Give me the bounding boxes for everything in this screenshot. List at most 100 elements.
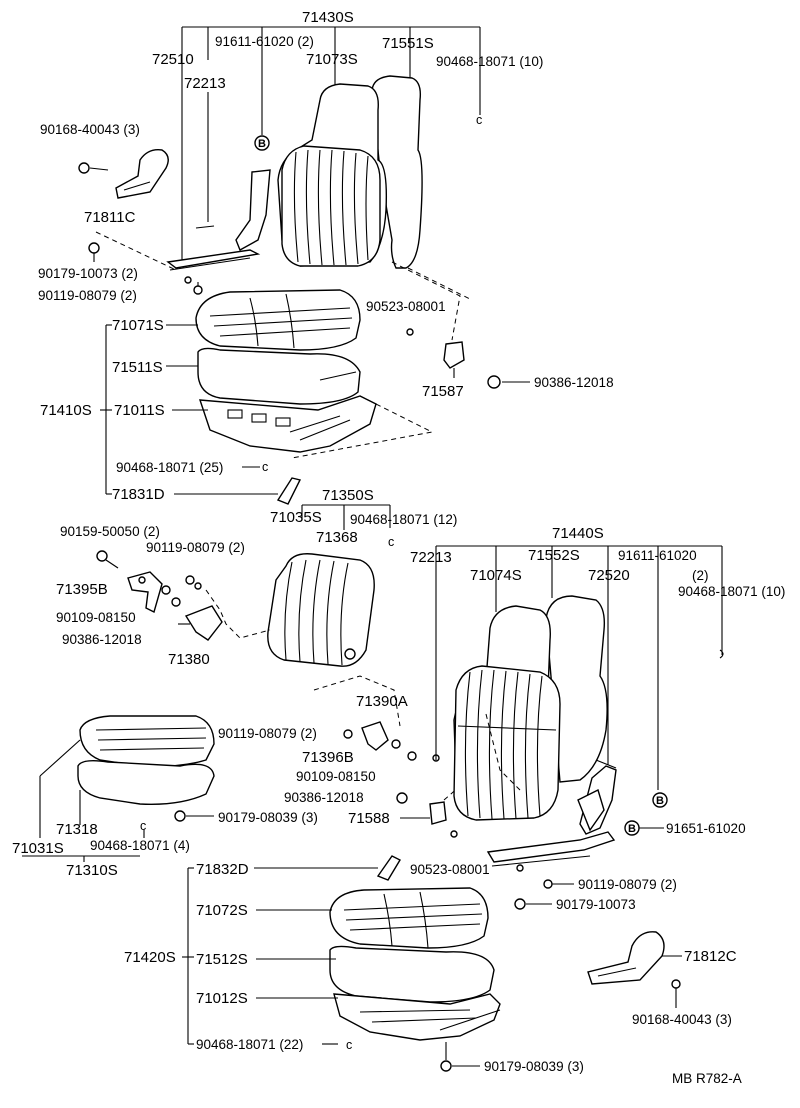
label-71395B: 71395B	[56, 581, 108, 598]
label-71380: 71380	[168, 651, 210, 668]
label-71071S: 71071S	[112, 317, 164, 334]
cover-71831D	[276, 477, 302, 505]
label-71551S: 71551S	[382, 35, 434, 52]
label-71350S: 71350S	[322, 487, 374, 504]
label-71811C: 71811C	[84, 209, 136, 226]
label-c-1: c	[476, 113, 482, 127]
label-90468-18071-10-a: 90468-18071 (10)	[436, 54, 543, 69]
label-71310S: 71310S	[66, 862, 118, 879]
label-90179-10073-2: 90179-10073 (2)	[38, 266, 138, 281]
right-seat-group: B B	[435, 545, 724, 1008]
cover-71832D	[376, 855, 401, 881]
label-90179-10073: 90179-10073	[556, 897, 636, 912]
lower-cushion-pad	[329, 945, 495, 1003]
label-c-3: c	[388, 535, 394, 549]
label-71440S: 71440S	[552, 525, 604, 542]
label-90159-50050-2: 90159-50050 (2)	[60, 524, 160, 539]
rear-cushion-group	[22, 715, 215, 862]
label-71035S: 71035S	[270, 509, 322, 526]
label-72510: 72510	[152, 51, 194, 68]
label-71420S: 71420S	[124, 949, 176, 966]
label-c-2: c	[262, 460, 268, 474]
recliner-frame	[235, 169, 271, 251]
rear-seat-back-group	[96, 504, 477, 838]
label-91651-61020: 91651-61020	[666, 821, 746, 836]
bracket-71588	[429, 801, 447, 825]
label-72213-a: 72213	[184, 75, 226, 92]
seat-rail	[166, 249, 261, 269]
label-90468-18071-10-b: 90468-18071 (10)	[678, 584, 785, 599]
right-recliner-plate	[577, 789, 605, 832]
label-71368: 71368	[316, 529, 358, 546]
label-90109-08150-a: 90109-08150	[56, 610, 136, 625]
seat-cushion-frame	[198, 395, 377, 453]
label-90386-12018-c: 90386-12018	[284, 790, 364, 805]
label-90179-08039-3-b: 90179-08039 (3)	[484, 1059, 584, 1074]
label-71831D: 71831D	[112, 486, 165, 503]
label-72520: 72520	[588, 567, 630, 584]
label-90468-18071-4: 90468-18071 (4)	[90, 838, 190, 853]
label-71832D: 71832D	[196, 861, 249, 878]
lower-cushion-frame	[333, 993, 501, 1041]
label-71074S: 71074S	[470, 567, 522, 584]
label-72213-b: 72213	[410, 549, 452, 566]
seat-cushion-pad	[197, 347, 361, 405]
label-90179-08039-3-a: 90179-08039 (3)	[218, 810, 318, 825]
right-seat-rail	[486, 831, 616, 863]
label-90119-08079-2-a: 90119-08079 (2)	[38, 288, 137, 303]
upper-seat-group: B	[78, 26, 530, 505]
label-71031S: 71031S	[12, 840, 64, 857]
label-71012S: 71012S	[196, 990, 248, 1007]
label-90468-18071-12: 90468-18071 (12)	[350, 512, 457, 527]
label-71390A: 71390A	[356, 693, 408, 710]
label-71410S: 71410S	[40, 402, 92, 419]
bracket-71587	[443, 341, 465, 369]
right-seat-back-cover	[453, 665, 561, 821]
recliner-cover-71812C	[587, 931, 665, 985]
label-2: (2)	[692, 568, 709, 583]
label-90168-40043-3-b: 90168-40043 (3)	[632, 1012, 732, 1027]
label-90386-12018-a: 90386-12018	[534, 375, 614, 390]
seat-cushion-cover	[195, 289, 361, 351]
label-90386-12018-b: 90386-12018	[62, 632, 142, 647]
label-71511S: 71511S	[112, 359, 163, 376]
label-71512S: 71512S	[196, 951, 248, 968]
footer-code: MB R782-A	[672, 1071, 742, 1086]
label-71587: 71587	[422, 383, 464, 400]
label-90468-18071-25: 90468-18071 (25)	[116, 460, 223, 475]
label-71318: 71318	[56, 821, 98, 838]
right-seat-back-rear	[545, 595, 608, 783]
label-71812C: 71812C	[684, 948, 737, 965]
label-90523-08001-b: 90523-08001	[410, 862, 490, 877]
hinge-71390A	[361, 721, 389, 751]
label-90523-08001-a: 90523-08001	[366, 299, 446, 314]
rear-cushion-cover	[79, 715, 215, 768]
label-90168-40043-3-a: 90168-40043 (3)	[40, 122, 140, 137]
label-90468-18071-22: 90468-18071 (22)	[196, 1037, 303, 1052]
ref-b-marker-3: B	[628, 823, 636, 835]
label-90109-08150-b: 90109-08150	[296, 769, 376, 784]
label-71011S: 71011S	[114, 402, 165, 419]
label-c-4: c	[140, 819, 146, 833]
label-c-5: c	[346, 1038, 352, 1052]
label-90119-08079-2-b: 90119-08079 (2)	[146, 540, 245, 555]
label-71073S: 71073S	[306, 51, 358, 68]
rear-seat-back-71035S	[267, 553, 375, 667]
lower-cushion-group	[182, 855, 501, 1072]
label-91611-61020-2: 91611-61020 (2)	[215, 34, 314, 49]
label-71552S: 71552S	[528, 547, 580, 564]
ref-b-marker: B	[258, 138, 266, 150]
label-91611-61020: 91611-61020	[618, 548, 697, 563]
hinge-71380	[184, 605, 223, 641]
label-90119-08079-2-c: 90119-08079 (2)	[218, 726, 317, 741]
label-71588: 71588	[348, 810, 390, 827]
labels: 71430S 72510 91611-61020 (2) 71551S 7107…	[12, 9, 785, 1086]
label-71072S: 71072S	[196, 902, 248, 919]
label-71396B: 71396B	[302, 749, 354, 766]
label-71430S: 71430S	[302, 9, 354, 26]
lower-cushion-cover	[329, 887, 489, 949]
recliner-cover-71811C	[115, 149, 169, 199]
rear-cushion-pad	[77, 759, 215, 805]
